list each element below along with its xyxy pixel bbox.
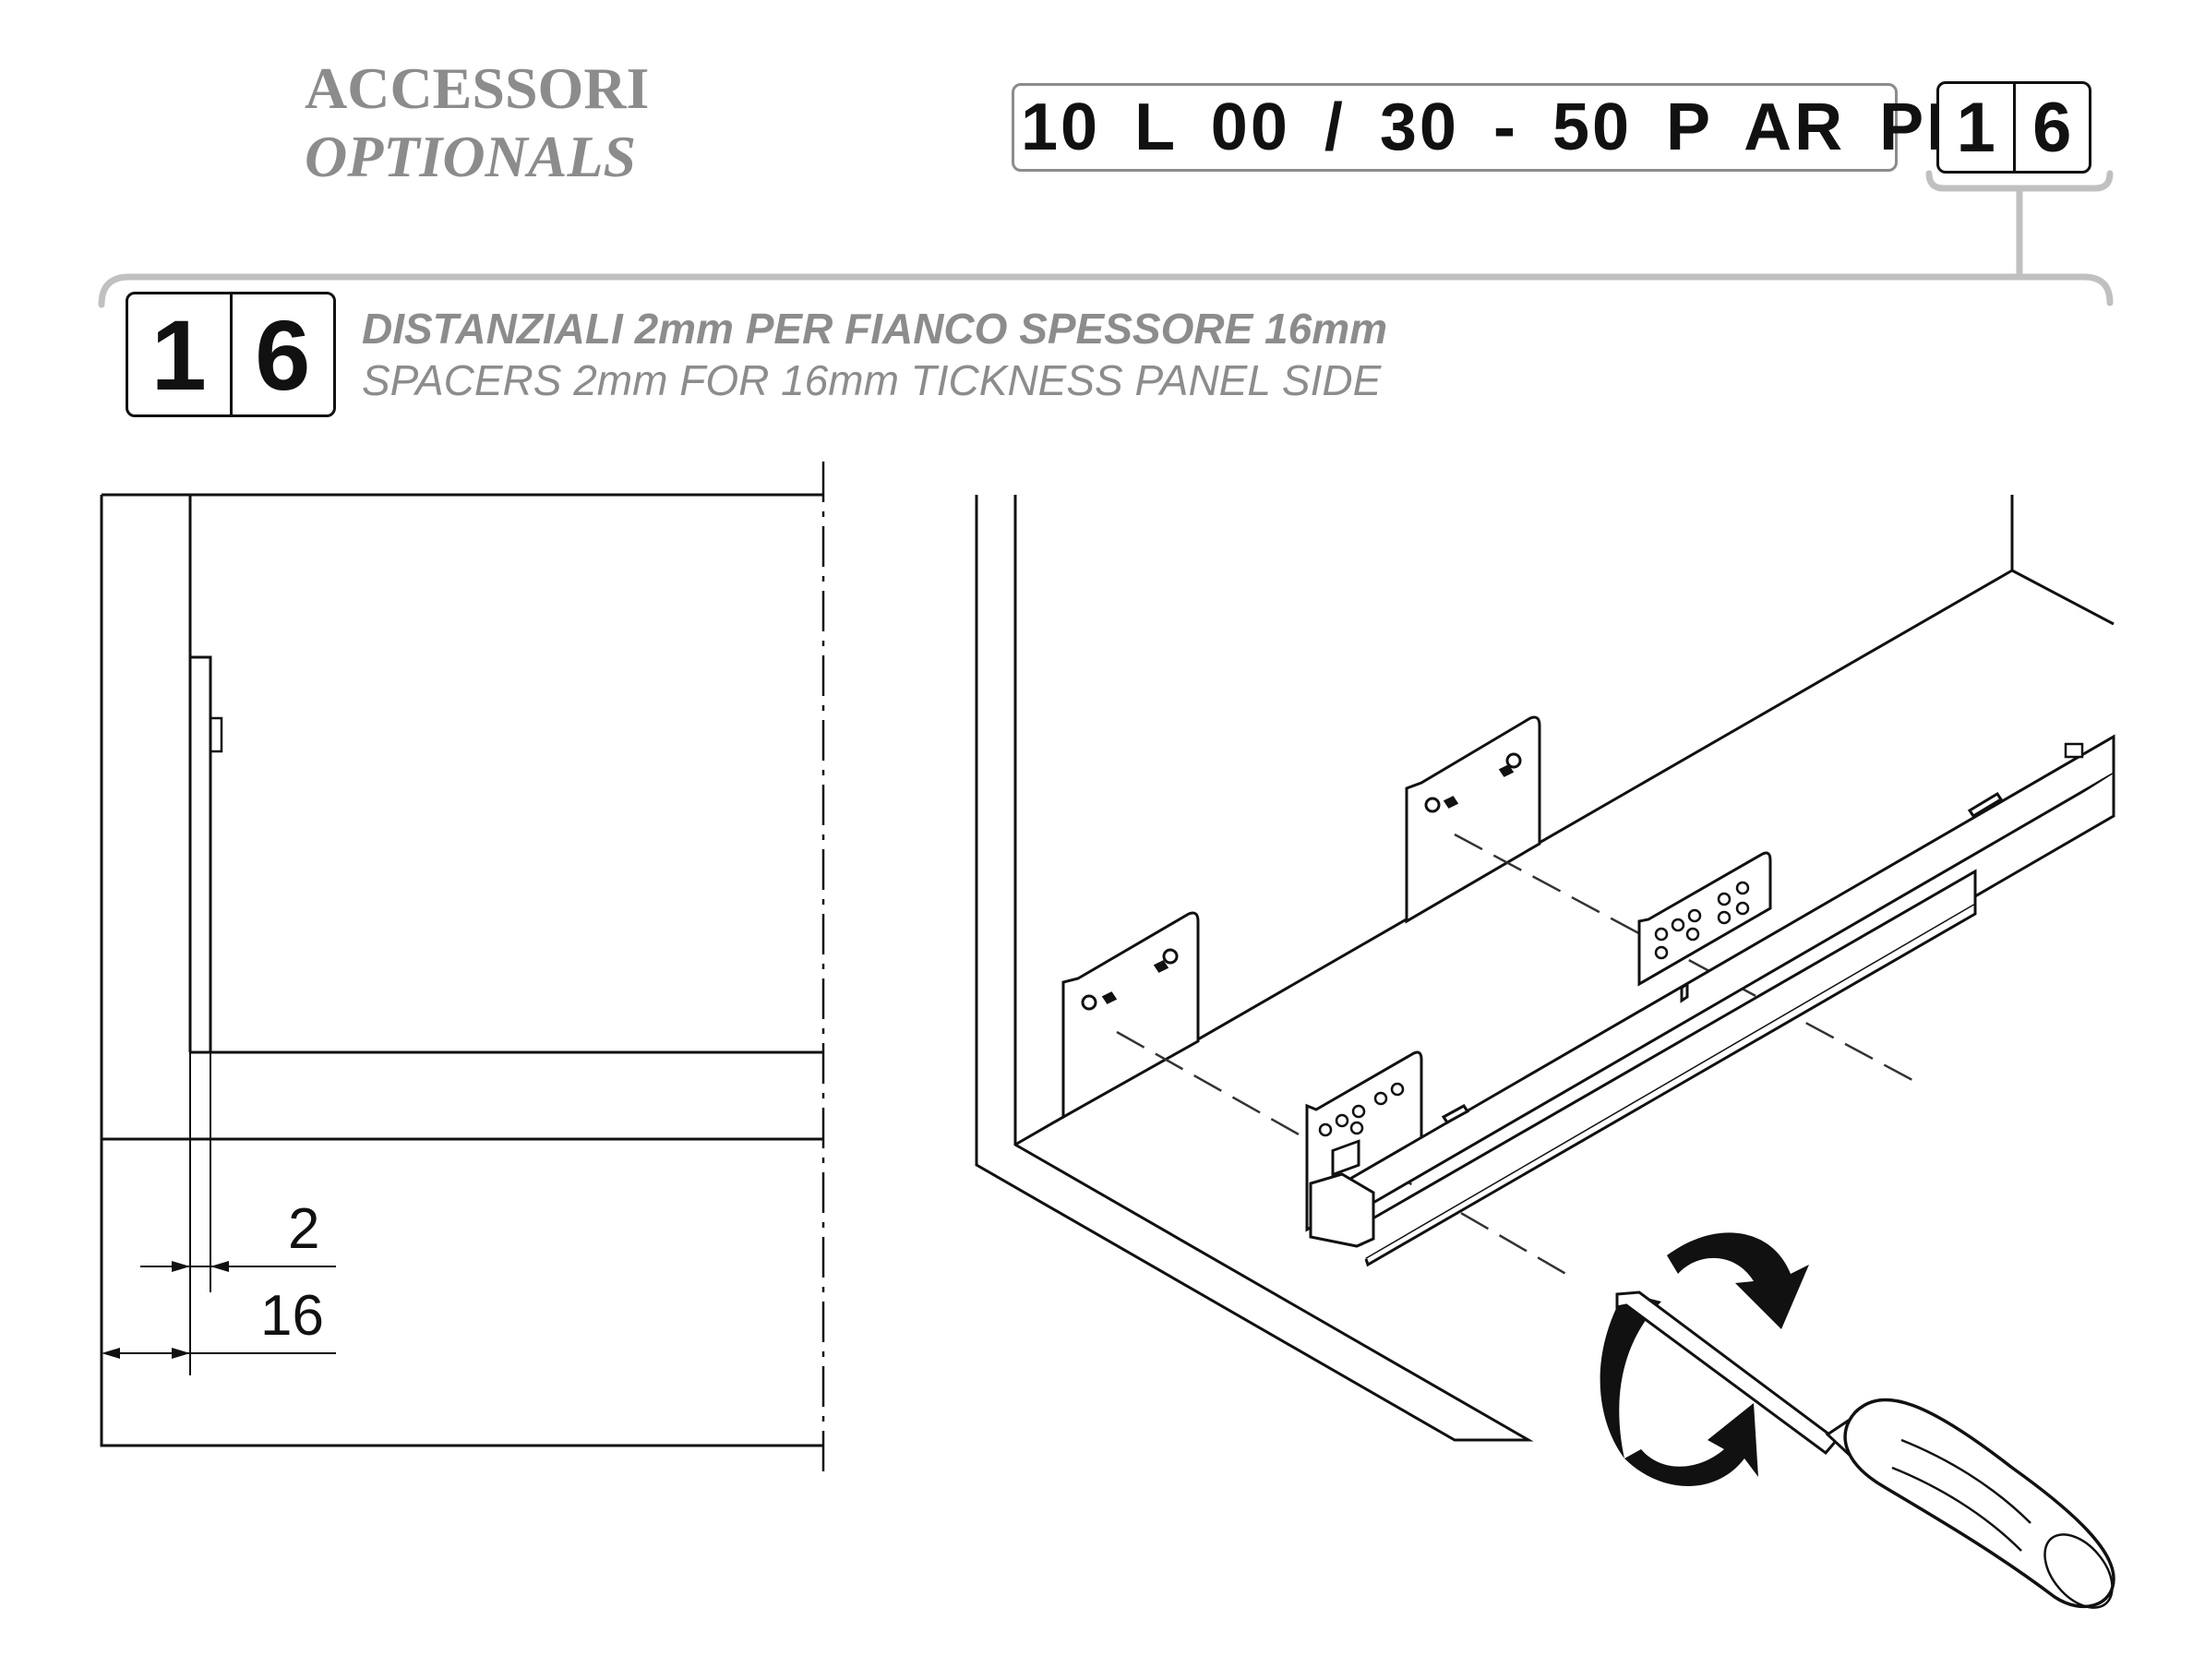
spacer-plate-rear bbox=[1405, 715, 1541, 924]
spacer-profile bbox=[190, 655, 212, 1054]
cross-section-view bbox=[100, 462, 825, 1477]
runner-front-clip bbox=[1309, 1172, 1375, 1248]
header-title-en: OPTIONALS bbox=[305, 124, 637, 189]
option-description-it: DISTANZIALI 2mm PER FIANCO SPESSORE 16mm bbox=[362, 305, 1388, 353]
bracket-connector bbox=[98, 170, 2114, 308]
cabinet-side-panel bbox=[975, 495, 1534, 1442]
screwdriver-icon bbox=[1615, 1290, 2115, 1609]
spacer-tab bbox=[209, 716, 223, 753]
product-code-option-digit-2: 6 bbox=[2012, 84, 2090, 171]
dimension-arrows bbox=[102, 1261, 229, 1359]
option-digit-2: 6 bbox=[229, 294, 334, 414]
assembly-guide-lines bbox=[1116, 833, 1913, 1278]
spacer-plate-front bbox=[1061, 911, 1200, 1120]
dimension-spacer-label: 2 bbox=[288, 1197, 319, 1261]
rotation-arrow-icon bbox=[1600, 1232, 1809, 1486]
option-digit-1: 1 bbox=[150, 298, 207, 411]
option-code-box: 1 6 bbox=[126, 292, 336, 417]
product-code-box bbox=[1012, 83, 1898, 172]
product-code: 10 L 00 / 30 - 50 P AR PB bbox=[1021, 90, 1978, 164]
header-title-it: ACCESSORI bbox=[305, 55, 650, 121]
drawer-runner bbox=[1305, 734, 2115, 1267]
option-description-en: SPACERS 2mm FOR 16mm TICKNESS PANEL SIDE bbox=[362, 356, 1382, 404]
dimension-lines bbox=[109, 1052, 336, 1375]
product-code-option-digit-1: 1 bbox=[1956, 88, 1995, 167]
product-code-option-box: 1 6 bbox=[1936, 81, 2091, 174]
dimension-panel-label: 16 bbox=[260, 1284, 324, 1348]
